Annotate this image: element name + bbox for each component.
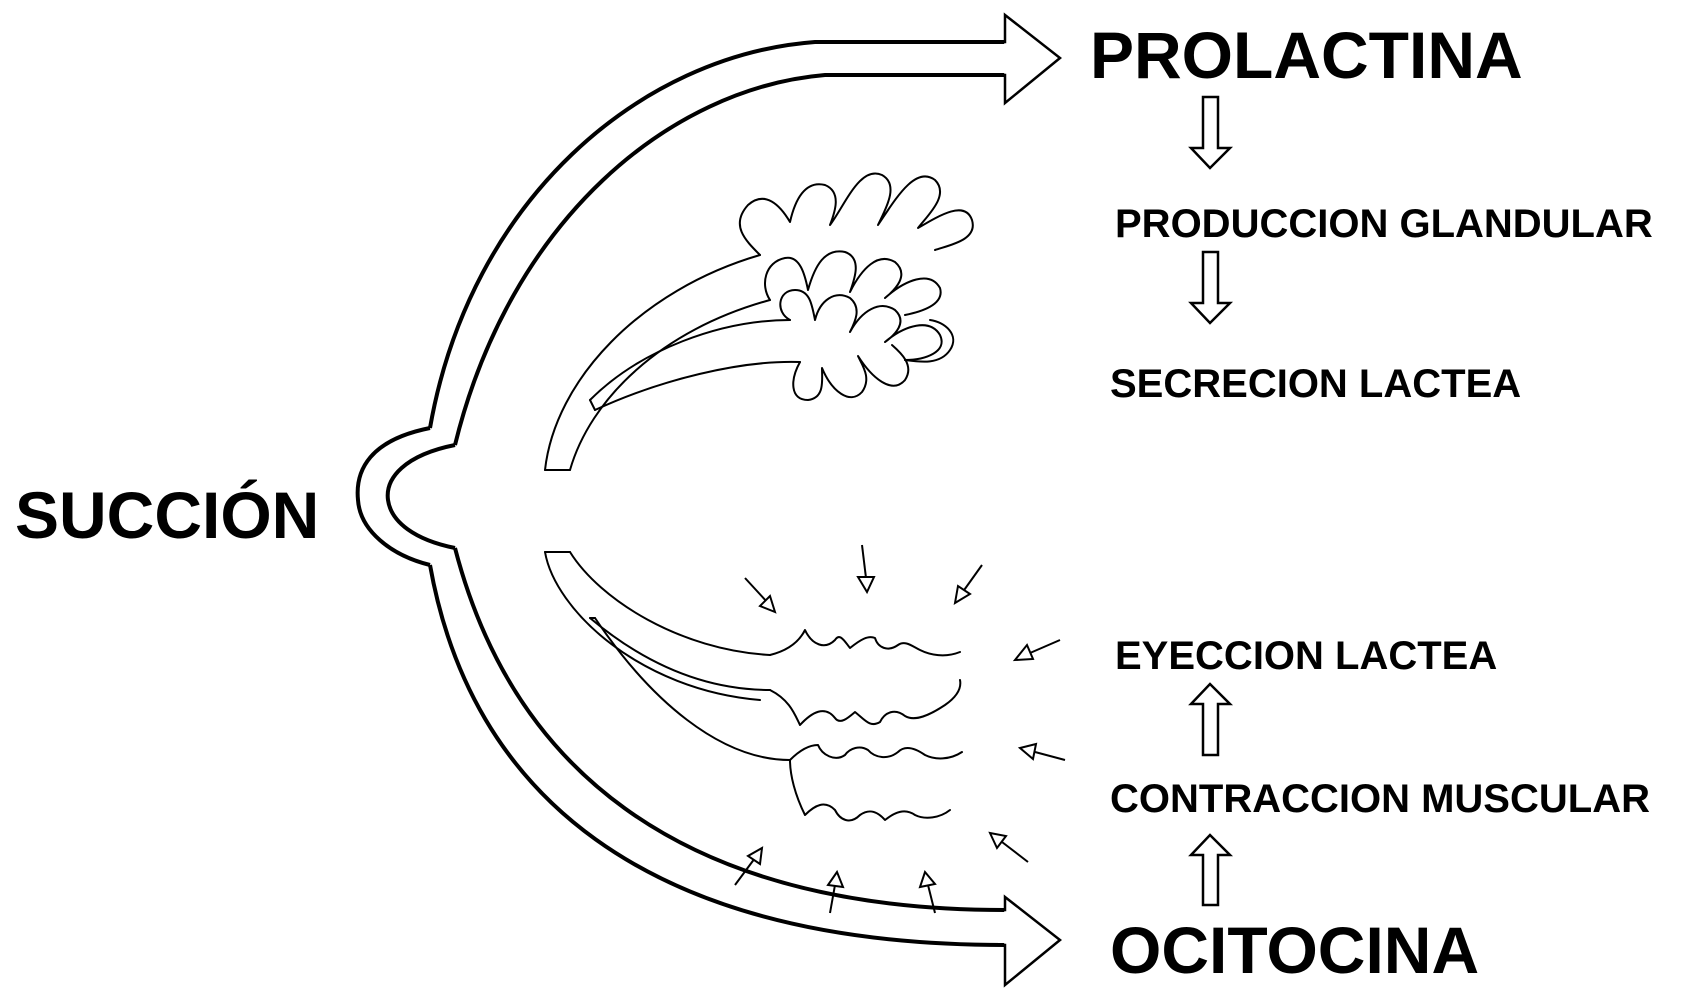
upper-lactiferous-duct <box>545 255 800 470</box>
down-arrow-1 <box>1191 97 1230 168</box>
oxytocin-label: OCITOCINA <box>1110 913 1479 987</box>
upper-band-inner <box>455 75 1005 445</box>
suction-label: SUCCIÓN <box>15 478 319 552</box>
contraction-arrow-4 <box>1015 640 1060 660</box>
lower-band-inner <box>455 548 1005 910</box>
nipple-inner <box>388 445 455 548</box>
milk-secretion-label: SECRECION LACTEA <box>1110 362 1521 406</box>
oxytocin-arrowhead <box>998 897 1060 985</box>
contraction-arrow-2 <box>858 545 874 592</box>
prolactin-arrowhead <box>998 15 1060 103</box>
contraction-arrow-1 <box>745 578 775 612</box>
prolactin-label: PROLACTINA <box>1090 18 1523 92</box>
contraction-arrow-3 <box>955 565 982 603</box>
lower-contracting-alveoli <box>770 630 962 820</box>
muscle-contraction-label: CONTRACCION MUSCULAR <box>1110 777 1650 821</box>
lower-lactiferous-duct <box>545 552 790 760</box>
contraction-arrow-6 <box>990 833 1028 862</box>
contraction-arrow-5 <box>1020 744 1065 760</box>
milk-ejection-label: EYECCION LACTEA <box>1115 634 1497 678</box>
upper-secreting-alveoli <box>740 173 973 400</box>
nipple-outer <box>358 428 430 565</box>
down-arrow-2 <box>1191 252 1230 323</box>
glandular-production-label: PRODUCCION GLANDULAR <box>1115 202 1653 246</box>
contraction-arrows <box>735 545 1065 913</box>
up-arrow-2 <box>1191 835 1230 905</box>
breast-outline <box>358 42 1005 945</box>
up-arrow-1 <box>1191 684 1230 755</box>
